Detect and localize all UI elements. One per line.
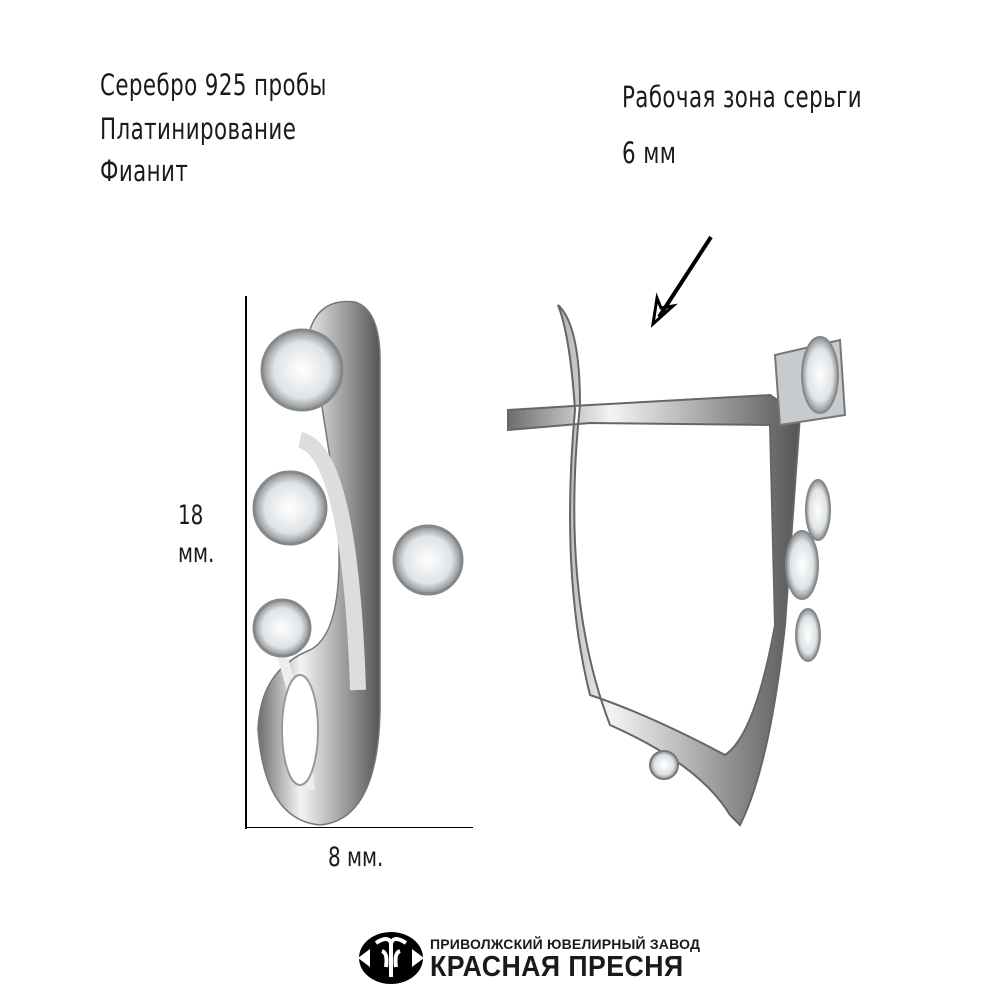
width-value: 8 мм. bbox=[328, 842, 384, 873]
working-zone-value: 6 мм bbox=[622, 136, 677, 170]
arrow-icon bbox=[650, 235, 713, 328]
spec-coating: Платинирование bbox=[100, 112, 297, 146]
earring-side-image bbox=[507, 304, 847, 827]
brand-tagline: ПРИВОЛЖСКИЙ ЮВЕЛИРНЫЙ ЗАВОД bbox=[430, 936, 701, 952]
spec-material: Серебро 925 пробы bbox=[100, 68, 327, 102]
height-unit: мм. bbox=[178, 538, 215, 569]
height-dimension-line bbox=[245, 296, 247, 829]
spec-stone: Фианит bbox=[100, 154, 189, 188]
width-dimension-line bbox=[245, 827, 473, 828]
height-value: 18 bbox=[178, 500, 204, 531]
earring-front-image bbox=[252, 300, 464, 826]
brand-logo-icon bbox=[358, 932, 424, 984]
brand-name: КРАСНАЯ ПРЕСНЯ bbox=[430, 951, 684, 983]
working-zone-label: Рабочая зона серьги bbox=[622, 80, 863, 114]
